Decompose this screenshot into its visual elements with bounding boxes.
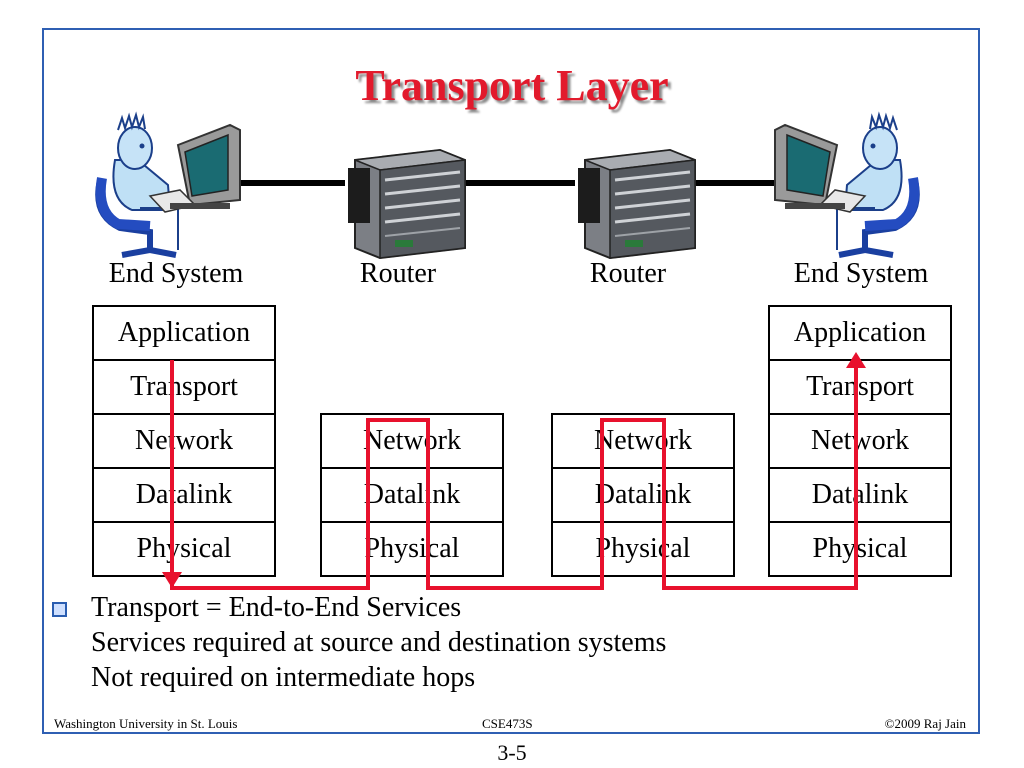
data-path-line [170,360,858,590]
bullet-subline: Services required at source and destinat… [91,627,667,658]
arrow-head-down [162,572,182,588]
arrow-head-up [846,352,866,368]
layer-datalink: Datalink [92,469,276,523]
layer-application: Application [92,307,276,361]
end-system-stack-left: Application Transport Network Datalink P… [92,305,276,577]
end-user-computer-icon [95,111,241,258]
layer-network: Network [551,415,735,469]
layer-transport: Transport [768,361,952,415]
layer-datalink: Datalink [320,469,504,523]
end-system-stack-right: Application Transport Network Datalink P… [768,305,952,577]
layer-physical: Physical [320,523,504,577]
footer-left: Washington University in St. Louis [54,716,238,731]
end-user-computer-icon [774,111,920,258]
layer-physical: Physical [92,523,276,577]
layer-network: Network [320,415,504,469]
layer-physical: Physical [551,523,735,577]
node-label-end-system-left: End System [108,258,244,289]
node-label-router-1: Router [359,258,437,289]
bullet-list: Transport = End-to-End Services Services… [52,590,666,695]
bullet-item: Transport = End-to-End Services [52,590,666,625]
layer-physical: Physical [768,523,952,577]
footer-center: CSE473S [482,716,533,731]
layer-network: Network [92,415,276,469]
layer-datalink: Datalink [768,469,952,523]
router-stack-1: Network Datalink Physical [320,413,504,577]
router-stack-2: Network Datalink Physical [551,413,735,577]
node-label-end-system-right: End System [793,258,929,289]
slide-title: Transport Layer [355,61,669,110]
footer-right: ©2009 Raj Jain [884,716,966,731]
layer-application: Application [768,307,952,361]
page-number: 3-5 [497,740,527,765]
router-chassis-icon [348,148,466,260]
layer-transport: Transport [92,361,276,415]
slide-frame [42,28,980,734]
layer-network: Network [768,415,952,469]
node-label-router-2: Router [589,258,667,289]
bullet-square-icon [52,602,67,617]
router-chassis-icon [578,148,696,260]
bullet-subline: Not required on intermediate hops [91,662,476,693]
layer-datalink: Datalink [551,469,735,523]
bullet-text: Transport = End-to-End Services [91,592,462,623]
